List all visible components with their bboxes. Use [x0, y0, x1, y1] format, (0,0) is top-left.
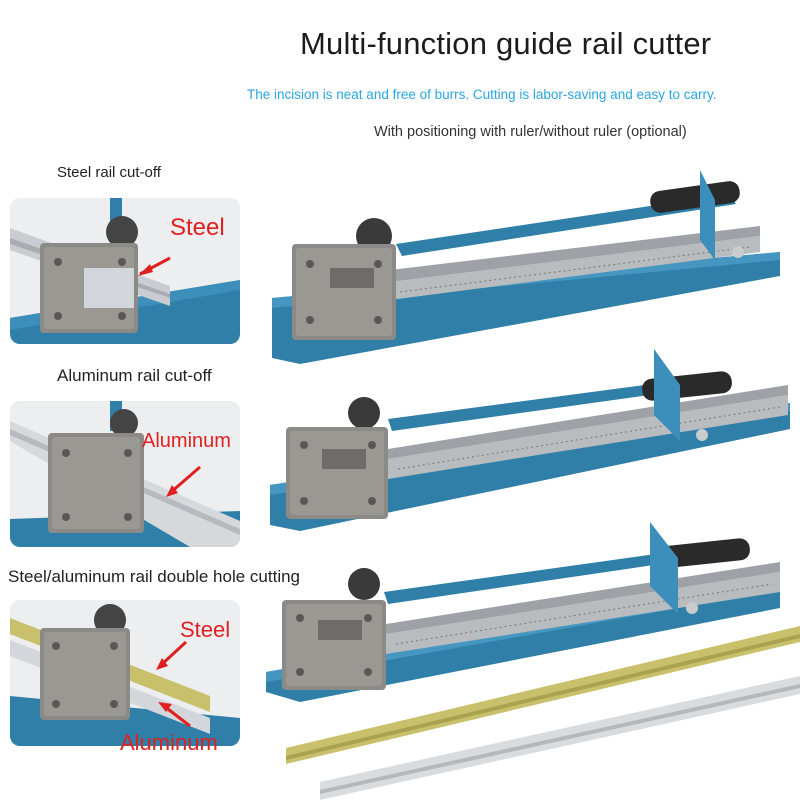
rail-cutter-product-image-1 [272, 170, 780, 364]
thumbnail-aluminum-cut [10, 401, 240, 547]
thumbnail-double-hole-cut [10, 600, 240, 746]
callout-aluminum-3: Aluminum [120, 730, 218, 755]
rail-cutter-product-image-3 [266, 522, 780, 702]
section-label-steel: Steel rail cut-off [57, 164, 161, 181]
page-subtitle: The incision is neat and free of burrs. … [247, 87, 717, 102]
section-label-double-hole: Steel/aluminum rail double hole cutting [8, 567, 301, 586]
section-label-aluminum: Aluminum rail cut-off [57, 366, 212, 385]
ruler-option-note: With positioning with ruler/without rule… [374, 124, 687, 140]
callout-steel-3: Steel [180, 617, 231, 642]
callout-steel-1: Steel [170, 214, 225, 241]
callout-aluminum-2: Aluminum [142, 430, 231, 452]
rail-cutter-product-image-2 [270, 349, 790, 531]
page-title: Multi-function guide rail cutter [300, 26, 712, 61]
aluminum-cut-closeup-image [10, 401, 240, 547]
double-hole-closeup-image [10, 600, 240, 746]
thumbnail-steel-cut [10, 198, 240, 344]
steel-cut-closeup-image [10, 198, 240, 344]
din-rails-image [286, 626, 800, 800]
